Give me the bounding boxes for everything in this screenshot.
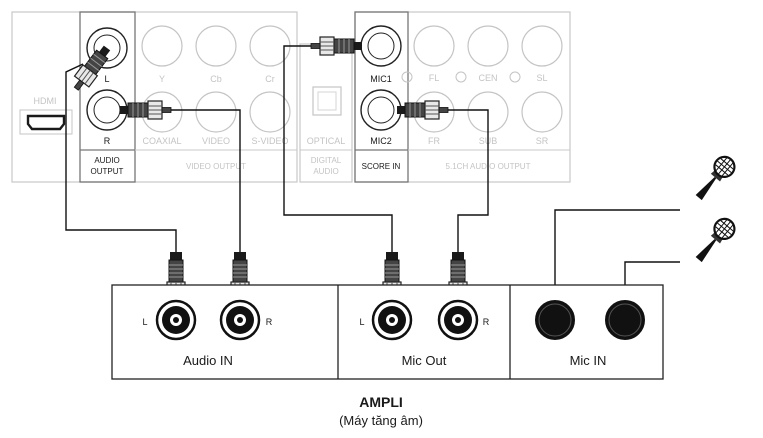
audio-in-section: L R Audio IN [142, 299, 273, 368]
amplifier-name: AMPLI [359, 394, 403, 410]
mic-out-section: L R Mic Out [359, 299, 490, 368]
video-output-title: VIDEO OUTPUT [186, 162, 246, 171]
video-cr-label: Cr [265, 74, 275, 84]
mic2-label: MIC2 [370, 136, 392, 146]
digital-audio-title-1: DIGITAL [311, 156, 342, 165]
score-in-section: MIC1 MIC2 SCORE IN [360, 25, 402, 171]
mic2-jack [360, 89, 402, 131]
optical-label: OPTICAL [307, 136, 346, 146]
audio-output-title-2: OUTPUT [91, 167, 124, 176]
cable-mic-in-1 [554, 209, 680, 298]
video-coaxial-label: COAXIAL [142, 136, 181, 146]
video-composite-label: VIDEO [202, 136, 230, 146]
microphone-1 [689, 151, 740, 206]
optical-port [312, 86, 342, 116]
sl-label: SL [536, 73, 547, 83]
mic-in-title: Mic IN [570, 353, 607, 368]
score-in-title: SCORE IN [362, 162, 401, 171]
cable-mic2 [447, 109, 489, 252]
video-output-section: Y Cb Cr COAXIAL VIDEO S-VIDEO VIDEO OUTP… [141, 25, 291, 171]
cable-audio-l [65, 63, 177, 252]
fl-label: FL [429, 73, 440, 83]
mic-out-r-label: R [483, 317, 490, 327]
sr-label: SR [536, 136, 549, 146]
hdmi-port: HDMI [19, 96, 73, 135]
audio-in-l-label: L [142, 317, 147, 327]
audio-in-title: Audio IN [183, 353, 233, 368]
cable-mic1 [283, 45, 393, 252]
video-svideo-label: S-VIDEO [251, 136, 288, 146]
audio-out-r-label: R [104, 136, 111, 146]
mic-out-l-label: L [359, 317, 364, 327]
audio-out-l-label: L [104, 74, 109, 84]
amplifier: L R Audio IN L R Mic Out Mic IN [111, 284, 664, 380]
audio-in-r-label: R [266, 317, 273, 327]
fr-label: FR [428, 136, 440, 146]
mic-in-jack-2 [605, 300, 645, 340]
cen-label: CEN [478, 73, 497, 83]
hdmi-label: HDMI [34, 96, 57, 106]
video-y-label: Y [159, 74, 165, 84]
microphone-2 [689, 213, 740, 268]
digital-audio-section: OPTICAL DIGITAL AUDIO [307, 86, 346, 176]
cable-audio-r [170, 109, 241, 252]
mic-cables [283, 45, 680, 298]
fl-jack [413, 25, 455, 67]
audio-output-title-1: AUDIO [94, 156, 119, 165]
sl-jack [521, 25, 563, 67]
mic-out-title: Mic Out [402, 353, 447, 368]
video-svideo-jack [249, 91, 291, 133]
mic-in-jack-1 [535, 300, 575, 340]
plug-mic1 [310, 36, 363, 56]
amplifier-subtitle: (Máy tăng âm) [339, 413, 423, 428]
audio-cables [65, 63, 241, 252]
surround-output-section: FL CEN SL FR SUB SR 5.1CH AUDIO OUTPUT [401, 25, 563, 171]
digital-audio-title-2: AUDIO [313, 167, 338, 176]
plug-audio-r [119, 100, 172, 120]
plug-mic2 [396, 100, 449, 120]
mic-in-section: Mic IN [535, 300, 645, 368]
mic1-label: MIC1 [370, 74, 392, 84]
mic1-jack [360, 25, 402, 67]
video-cb-jack [195, 25, 237, 67]
microphones [689, 151, 740, 268]
cen-jack [467, 25, 509, 67]
sr-jack [521, 91, 563, 133]
video-cb-label: Cb [210, 74, 222, 84]
video-y-jack [141, 25, 183, 67]
video-composite-jack [195, 91, 237, 133]
